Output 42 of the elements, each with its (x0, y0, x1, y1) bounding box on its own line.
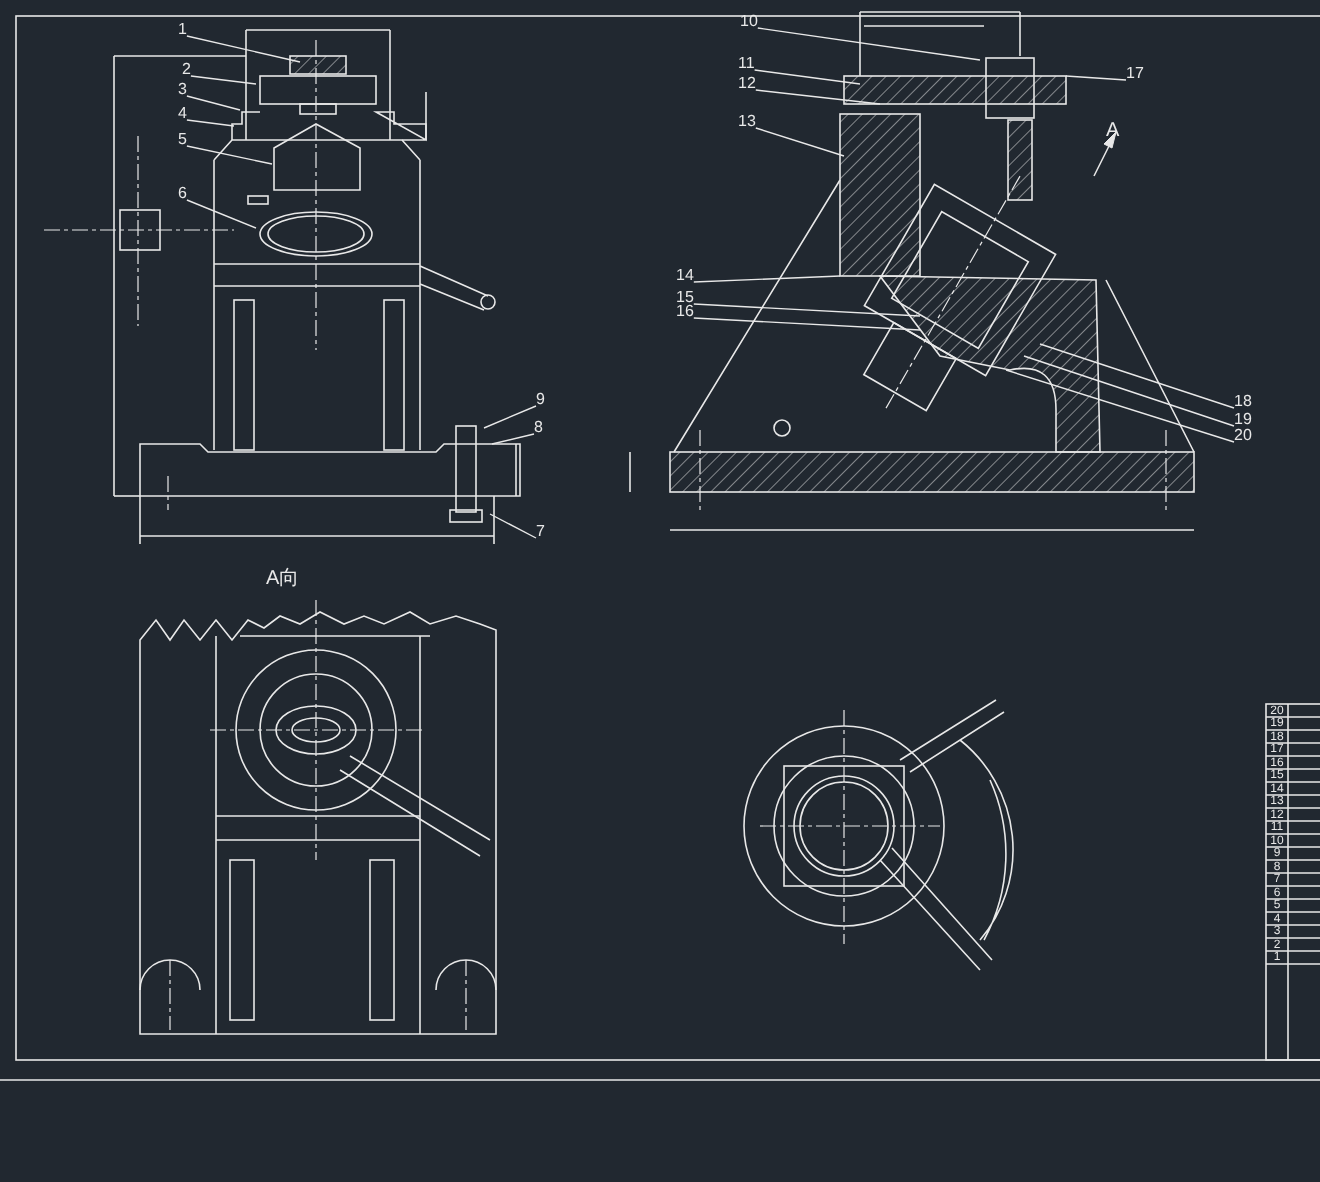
callout-number: 9 (536, 392, 545, 408)
leader-line (190, 75, 257, 85)
leader-line (186, 95, 241, 111)
leader-line (753, 69, 861, 85)
callout-number: 15 (676, 290, 694, 306)
callout-number: 19 (1234, 412, 1252, 428)
leader-line (186, 119, 235, 127)
leader-line (693, 317, 921, 331)
callout-number: 1 (178, 22, 187, 38)
callout-number: 16 (676, 304, 694, 320)
leader-line (186, 199, 257, 229)
leader-line (186, 35, 301, 63)
leader-line (757, 27, 981, 61)
view-direction-label: A (1106, 122, 1120, 142)
leader-line (1005, 369, 1235, 443)
callout-number: 17 (1126, 66, 1144, 82)
leader-line (489, 513, 537, 539)
callout-number: 10 (740, 14, 758, 30)
view-title: A向 (266, 570, 300, 590)
leader-line (755, 89, 881, 105)
leader-line (755, 127, 845, 157)
callout-number: 20 (1234, 428, 1252, 444)
callout-number: 13 (738, 114, 756, 130)
leader-line (483, 405, 537, 429)
callout-number: 4 (178, 106, 187, 122)
callout-number: 8 (534, 420, 543, 436)
leader-line (186, 145, 273, 165)
leader-line (1023, 355, 1235, 427)
callout-number: 7 (536, 524, 545, 540)
callout-number: 2 (182, 62, 191, 78)
leader-line (693, 275, 841, 283)
leader-line (491, 433, 535, 445)
leader-line (1065, 75, 1127, 81)
leader-line (1039, 343, 1235, 409)
callout-number: 12 (738, 76, 756, 92)
callout-number: 14 (676, 268, 694, 284)
leader-line (693, 303, 921, 317)
callout-number: 11 (738, 56, 755, 72)
callout-number: 3 (178, 82, 187, 98)
callout-number: 5 (178, 132, 187, 148)
callout-number: 18 (1234, 394, 1252, 410)
callout-number: 6 (178, 186, 187, 202)
